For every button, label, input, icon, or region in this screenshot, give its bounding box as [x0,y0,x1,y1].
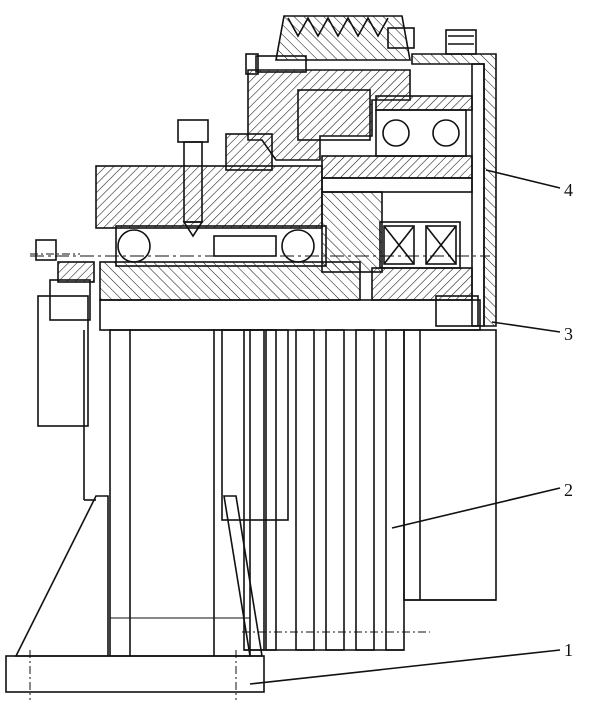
bolt-left [245,53,307,75]
callout-label-1: 1 [564,640,573,660]
inner-sleeve [321,155,479,327]
upper-right-bearing [375,95,473,157]
callout-2: 2 [391,480,573,529]
clutch-cylinder [403,329,497,601]
callout-1: 1 [249,640,573,685]
housing-body [95,133,481,331]
bolt-middle [387,27,415,49]
support-bracket [14,329,263,657]
pulley-grooves [221,329,430,651]
left-flange [30,239,95,427]
roller-bearing [379,221,461,269]
top-screw [177,119,209,238]
callout-label-4: 4 [564,180,573,200]
callout-label-3: 3 [564,324,573,344]
callout-4: 4 [485,169,573,200]
left-bearing [115,225,327,267]
pulley-housing [247,15,411,161]
callout-label-2: 2 [564,480,573,500]
callout-3: 3 [491,321,573,344]
bolt-right [445,29,477,55]
base-plate [5,650,265,700]
